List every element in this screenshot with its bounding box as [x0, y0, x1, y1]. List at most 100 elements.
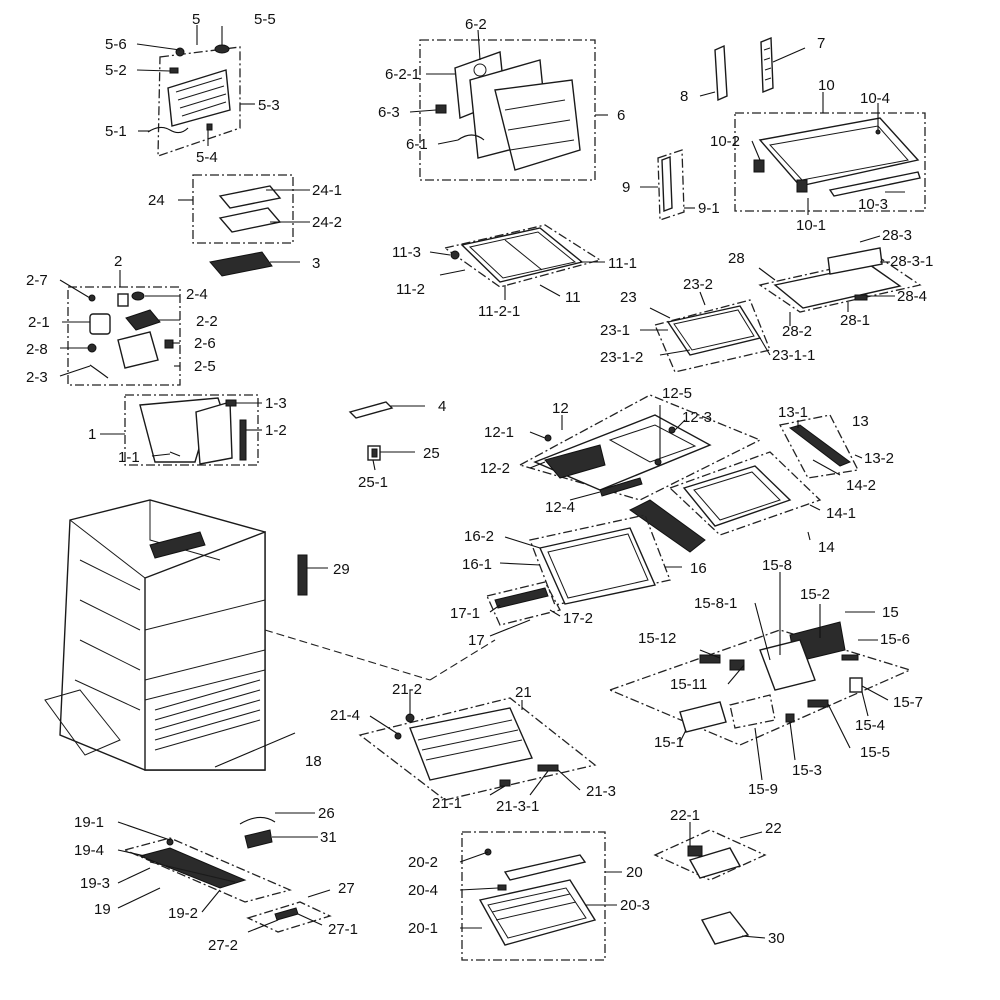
label-29: 29: [333, 561, 350, 578]
label-15-8: 15-8: [762, 557, 792, 574]
label-15-9: 15-9: [748, 781, 778, 798]
part-2-3-wire: [89, 364, 109, 379]
label-21-4: 21-4: [330, 707, 360, 724]
label-10-1: 10-1: [796, 217, 826, 234]
label-14: 14: [818, 539, 835, 556]
part-15-8: [759, 639, 816, 691]
label-19: 19: [94, 901, 111, 918]
label-10-3: 10-3: [858, 196, 888, 213]
part-3-filter: [209, 251, 273, 277]
group-1-frame: [124, 394, 259, 466]
part-6-3: [435, 104, 447, 114]
label-1-1: 1-1: [118, 449, 140, 466]
label-25: 25: [423, 445, 440, 462]
parts-4-25: [348, 401, 394, 461]
cabinet-top-vent: [149, 531, 206, 559]
part-11-3: [450, 250, 460, 260]
label-15-2: 15-2: [800, 586, 830, 603]
part-7: [760, 36, 774, 94]
group-6: [419, 39, 596, 181]
part-12-5: [654, 458, 662, 466]
cabinet-shelves: [144, 578, 266, 770]
group-27-frame: [246, 901, 332, 933]
shelf-23-inner: [673, 309, 755, 351]
label-2-4: 2-4: [186, 286, 208, 303]
part-26-wire: [239, 816, 276, 825]
part-21-cover: [409, 707, 533, 781]
label-27-1: 27-1: [328, 921, 358, 938]
part-20-basket-ribs: [487, 887, 587, 939]
label-17-1: 17-1: [450, 605, 480, 622]
label-19-4: 19-4: [74, 842, 104, 859]
part-10-3: [828, 171, 921, 197]
label-4: 4: [438, 398, 446, 415]
part-19-bar: [138, 847, 247, 889]
part-19-1: [166, 838, 174, 846]
part-17: [494, 587, 549, 609]
group-19-frame: [123, 837, 292, 903]
part-2-8: [87, 343, 97, 353]
group-16-frame: [529, 514, 671, 606]
group-12: [518, 394, 762, 501]
label-14-1: 14-1: [826, 505, 856, 522]
label-23-1: 23-1: [600, 322, 630, 339]
label-19-2: 19-2: [168, 905, 198, 922]
label-22: 22: [765, 820, 782, 837]
label-20-2: 20-2: [408, 854, 438, 871]
group-17-frame: [486, 581, 561, 626]
label-1-2: 1-2: [265, 422, 287, 439]
group-5: [147, 44, 241, 157]
group-22-frame: [653, 829, 767, 881]
door-lines: [504, 99, 575, 151]
knob: [473, 63, 487, 77]
label-14-2: 14-2: [846, 477, 876, 494]
label-21-3-1: 21-3-1: [496, 798, 539, 815]
part-22: [688, 847, 742, 879]
group-15: [608, 621, 912, 746]
group-10-frame: [734, 112, 926, 212]
leader-lines: [59, 25, 905, 939]
part-10-4: [875, 129, 881, 135]
label-19-1: 19-1: [74, 814, 104, 831]
label-2-3: 2-3: [26, 369, 48, 386]
label-12: 12: [552, 400, 569, 417]
label-5-2: 5-2: [105, 62, 127, 79]
group-21-frame: [358, 697, 597, 801]
strips-7-8: [714, 36, 774, 102]
label-5-6: 5-6: [105, 36, 127, 53]
strip-ticks: [763, 47, 772, 81]
group-14: [629, 451, 822, 553]
label-24: 24: [148, 192, 165, 209]
part-2-2: [125, 309, 161, 331]
label-28-3-1: 28-3-1: [890, 253, 933, 270]
label-12-2: 12-2: [480, 460, 510, 477]
label-17: 17: [468, 632, 485, 649]
label-12-3: 12-3: [682, 409, 712, 426]
label-15-8-1: 15-8-1: [694, 595, 737, 612]
group-22: [653, 829, 767, 881]
group-9-frame: [657, 149, 685, 221]
label-8: 8: [680, 88, 688, 105]
part-24-1: [218, 185, 282, 209]
group-13: [779, 414, 859, 479]
part-12-4: [599, 477, 643, 497]
drawer-16-inner: [547, 533, 649, 599]
label-16: 16: [690, 560, 707, 577]
label-20-1: 20-1: [408, 920, 438, 937]
group-14-frame: [668, 451, 822, 536]
shelf-inner: [769, 125, 909, 181]
label-11: 11: [565, 289, 581, 306]
part-21-2: [405, 713, 415, 723]
part-21-4: [394, 732, 402, 740]
label-15-12: 15-12: [638, 630, 676, 647]
label-9: 9: [622, 179, 630, 196]
part-22-1: [687, 845, 703, 857]
label-27-2: 27-2: [208, 937, 238, 954]
cabinet-leader-17: [429, 639, 496, 681]
part-10-shelf: [758, 117, 920, 187]
group-20-frame: [461, 831, 606, 961]
label-7: 7: [817, 35, 825, 52]
part-1-1: [169, 451, 181, 457]
